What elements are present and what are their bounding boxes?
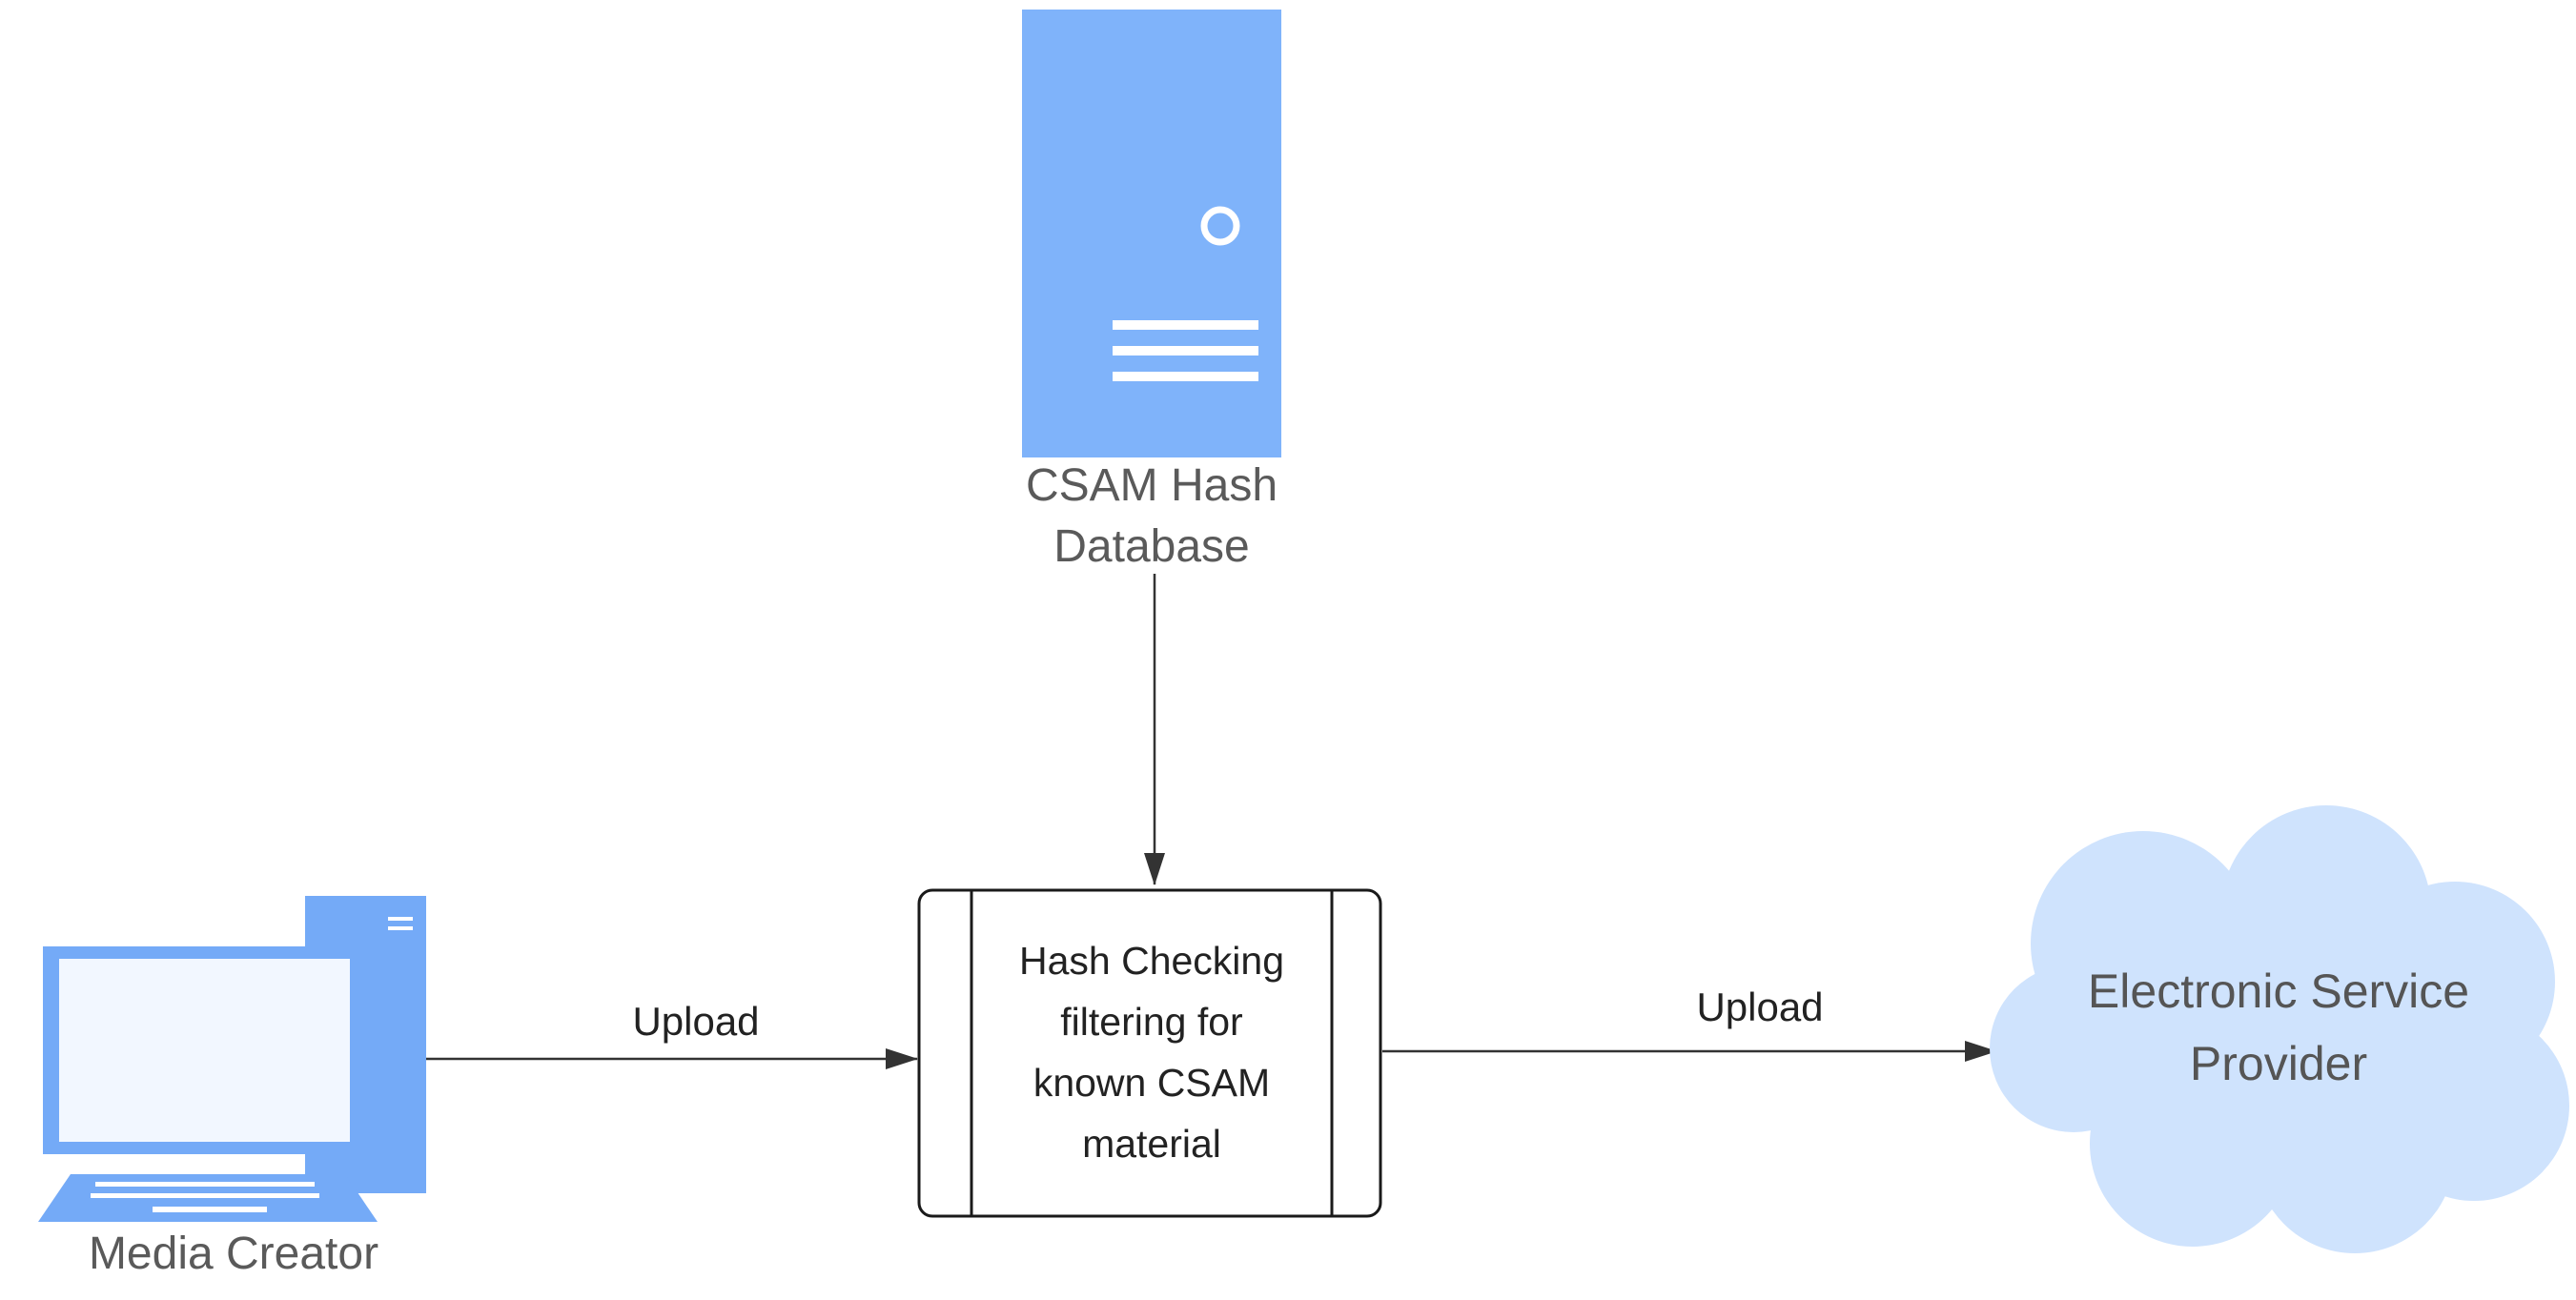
service-provider-label-line1: Electronic Service: [2087, 965, 2470, 1018]
cloud-icon: [1990, 805, 2569, 1253]
service-provider-label-line2: Provider: [2189, 1037, 2368, 1090]
process-box-outline: [917, 888, 1382, 1218]
server-vent-line: [1113, 346, 1258, 355]
hash-checker-label-line4: material: [1082, 1122, 1221, 1166]
server-body: [1022, 10, 1281, 457]
server-vent-line: [1113, 320, 1258, 330]
desktop-computer-icon: [38, 896, 426, 1222]
hash-checker-label-line2: filtering for: [1060, 1000, 1243, 1044]
hash-checker-label-line1: Hash Checking: [1018, 939, 1285, 983]
edge-label-upload-left: Upload: [632, 999, 760, 1044]
server-icon: [1022, 10, 1281, 457]
hash-database-label-line2: Database: [1053, 521, 1250, 572]
media-creator-label: Media Creator: [88, 1229, 379, 1279]
tower-slot: [388, 926, 413, 930]
hash-database-label: CSAM Hash Database: [953, 456, 1350, 578]
tower-slot: [388, 917, 413, 921]
hash-database-label-line1: CSAM Hash: [1025, 460, 1278, 511]
hash-checking-process-box: [917, 888, 1382, 1218]
edge-label-upload-right: Upload: [1696, 985, 1824, 1029]
monitor-screen: [59, 959, 350, 1142]
keyboard-keys: [91, 1182, 319, 1212]
server-power-light: [1200, 206, 1240, 246]
hash-checker-label-line3: known CSAM: [1032, 1061, 1271, 1105]
service-provider-label: Electronic Service Provider: [2031, 955, 2526, 1100]
server-vent-line: [1113, 372, 1258, 381]
hash-checker-label: Hash Checking filtering for known CSAM m…: [971, 930, 1332, 1174]
